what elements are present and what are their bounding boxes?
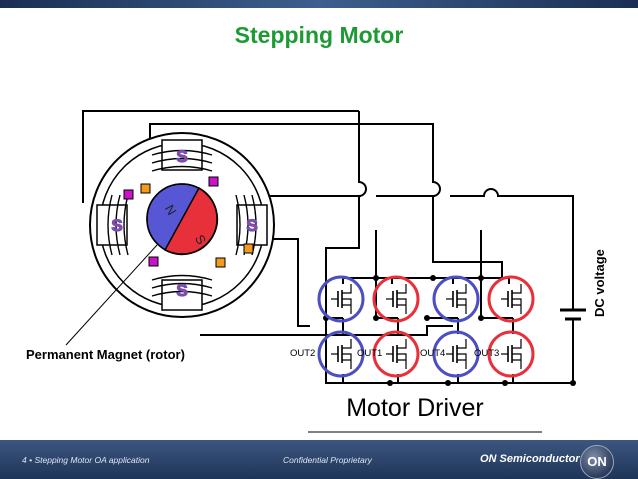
output-label-out4: OUT4 xyxy=(420,348,445,359)
wire-junctions xyxy=(323,275,576,386)
output-label-out3: OUT3 xyxy=(474,348,499,359)
footer-deck-info: 4 • Stepping Motor OA application xyxy=(22,455,149,465)
q-low-3 xyxy=(432,330,480,378)
pole-label-top: S xyxy=(176,147,187,166)
deck-name: Stepping Motor OA application xyxy=(34,455,150,465)
q-low-2 xyxy=(372,330,420,378)
output-label-out1: OUT1 xyxy=(357,348,382,359)
q-low-4 xyxy=(487,330,535,378)
q-high-1 xyxy=(317,275,365,323)
slide-title: Stepping Motor xyxy=(234,22,404,48)
q-high-2 xyxy=(372,275,420,323)
output-label-out2: OUT2 xyxy=(290,348,315,359)
q-low-1 xyxy=(317,330,365,378)
brand-name: ON Semiconductor xyxy=(480,453,580,465)
transistor-rings xyxy=(317,275,535,378)
pole-label-left: S xyxy=(111,216,122,235)
driver-title: Motor Driver xyxy=(346,394,484,422)
coil-markers xyxy=(123,176,254,268)
pole-label-right: S xyxy=(246,216,257,235)
footer-separator: • xyxy=(29,455,35,465)
top-accent-bar xyxy=(0,0,638,8)
stator-poles xyxy=(96,139,268,311)
q-high-3 xyxy=(432,275,480,323)
pole-label-bottom: S xyxy=(176,281,187,300)
dc-source xyxy=(560,308,586,338)
dc-voltage-label: DC voltage xyxy=(592,249,607,317)
page-number: 4 xyxy=(22,455,27,465)
q-high-4 xyxy=(487,275,535,323)
confidential-note: Confidential Proprietary xyxy=(283,455,372,465)
caption-pointer xyxy=(65,244,158,346)
slide-footer: 4 • Stepping Motor OA application Confid… xyxy=(0,440,638,479)
rotor: N S xyxy=(146,183,219,256)
on-logo-icon: ON xyxy=(580,445,614,479)
rotor-caption: Permanent Magnet (rotor) xyxy=(26,347,185,362)
